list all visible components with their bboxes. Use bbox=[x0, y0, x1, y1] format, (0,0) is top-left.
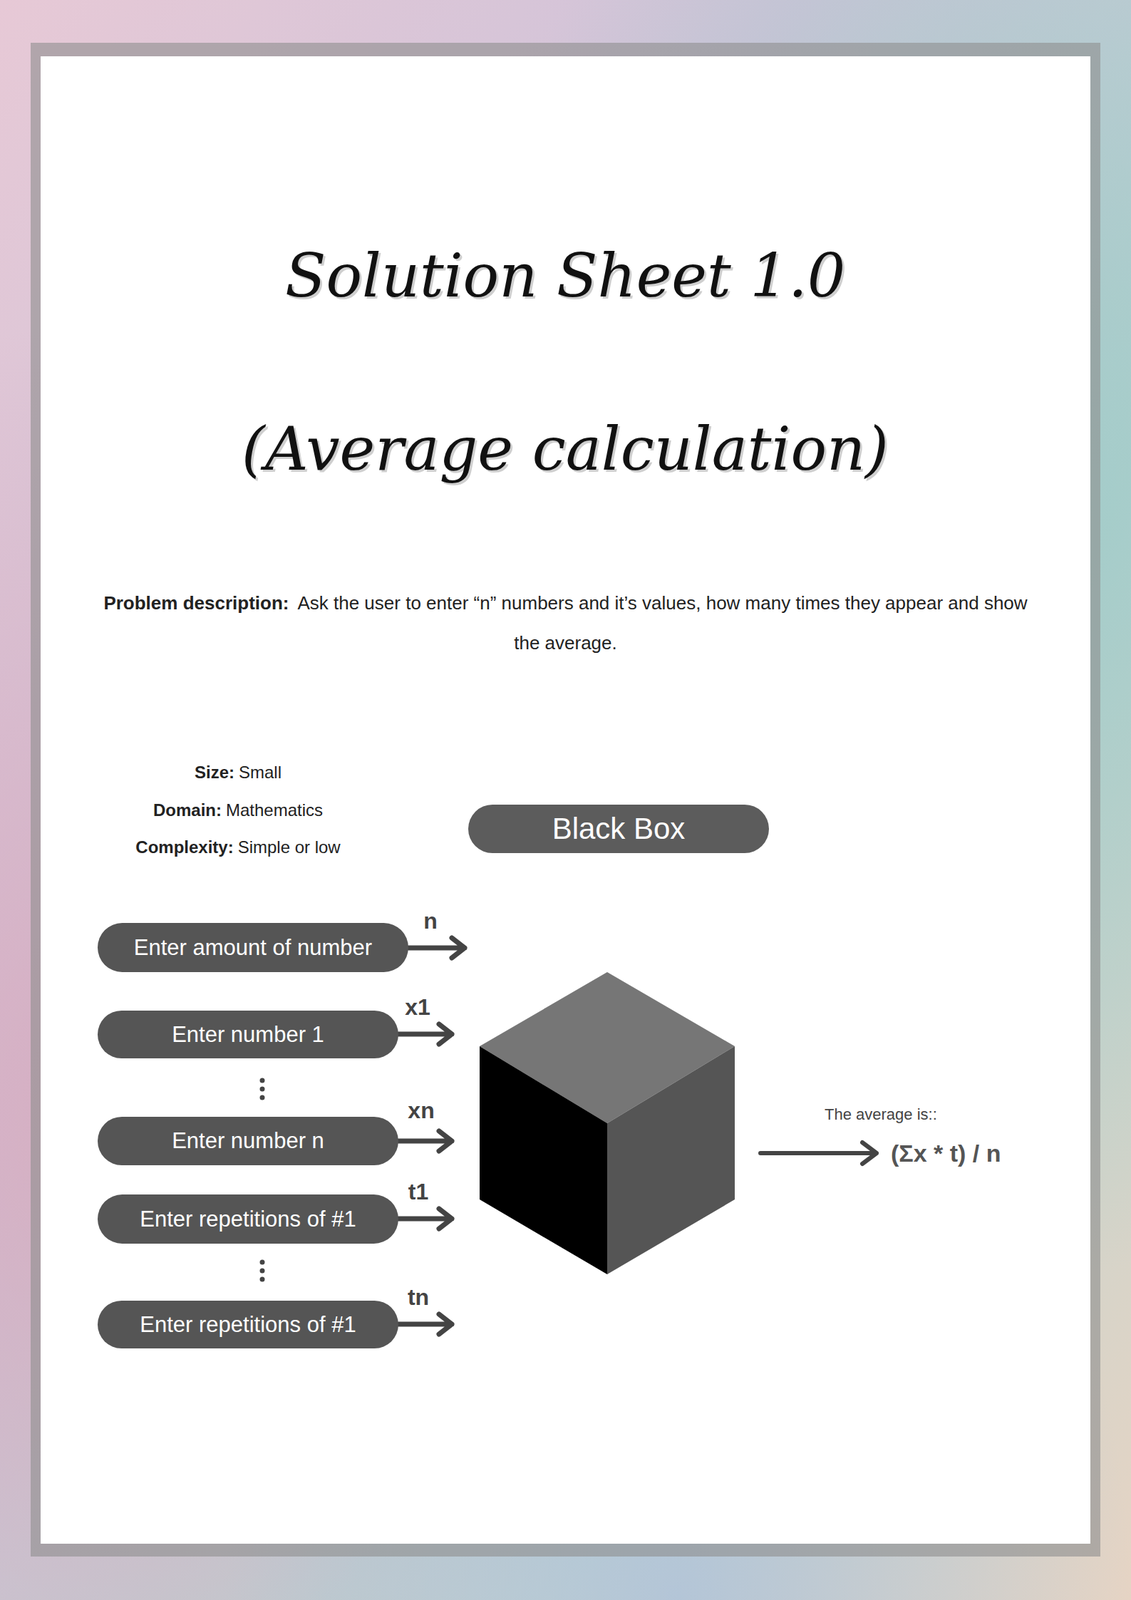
output-caption: The average is:: bbox=[824, 1105, 938, 1124]
dot bbox=[260, 1086, 266, 1092]
formula: (Σx * t) / n bbox=[890, 1139, 1002, 1168]
pill-label: Enter repetitions of #1 bbox=[139, 1312, 356, 1338]
field-value: Small bbox=[238, 762, 282, 782]
pill-label: Enter number 1 bbox=[171, 1021, 325, 1048]
dot bbox=[260, 1078, 266, 1084]
input-pill: Enter amount of number bbox=[97, 922, 409, 973]
dot bbox=[260, 1268, 266, 1274]
sheet bbox=[40, 56, 1091, 1544]
info-line: Size:Small bbox=[194, 762, 282, 783]
arrow-label: xn bbox=[407, 1097, 435, 1124]
frame bbox=[30, 42, 1101, 1557]
title: Solution Sheet 1.0 bbox=[285, 240, 846, 311]
input-pill: Enter repetitions of #1 bbox=[97, 1194, 399, 1244]
input-pill: Enter repetitions of #1 bbox=[97, 1300, 399, 1349]
input-arrows bbox=[398, 937, 465, 1335]
cube bbox=[479, 972, 735, 1275]
info-line: Complexity:Simple or low bbox=[135, 837, 340, 858]
pill-label: Enter number n bbox=[171, 1128, 325, 1154]
input-arrow bbox=[398, 1024, 452, 1045]
pill-label: Enter amount of number bbox=[133, 935, 373, 961]
field-key: Size: bbox=[194, 762, 235, 782]
field-key: Complexity: bbox=[135, 837, 234, 857]
field-key: Problem description: bbox=[103, 592, 289, 614]
cube-left bbox=[479, 1046, 608, 1275]
subtitle: (Average calculation) bbox=[241, 414, 889, 484]
input-pill: Enter number n bbox=[97, 1116, 399, 1166]
field-value: Mathematics bbox=[225, 800, 323, 820]
field-value: Simple or low bbox=[238, 837, 341, 857]
cube-right bbox=[607, 1046, 735, 1275]
description-text: Ask the user to enter “n” numbers and it… bbox=[297, 592, 1027, 654]
output-arrow bbox=[760, 1142, 877, 1164]
arrow-label: tn bbox=[407, 1284, 430, 1311]
black-box-pill: Black Box bbox=[468, 804, 769, 854]
arrow-label: x1 bbox=[404, 994, 431, 1021]
problem-description: Problem description: Ask the user to ente… bbox=[92, 582, 1039, 663]
info-line: Domain:Mathematics bbox=[153, 800, 323, 821]
input-arrow bbox=[398, 1131, 452, 1151]
input-arrow bbox=[398, 1208, 452, 1229]
dot bbox=[260, 1259, 266, 1265]
input-arrow bbox=[408, 937, 465, 958]
dot bbox=[260, 1277, 266, 1283]
dot bbox=[260, 1095, 266, 1101]
input-pill: Enter number 1 bbox=[97, 1010, 399, 1059]
input-arrow bbox=[398, 1314, 452, 1335]
pill-label: Black Box bbox=[552, 811, 686, 846]
field-key: Domain: bbox=[153, 800, 222, 820]
arrow-label: n bbox=[423, 907, 438, 935]
pill-label: Enter repetitions of #1 bbox=[139, 1206, 356, 1233]
ellipsis-dots bbox=[260, 1078, 266, 1283]
arrow-label: t1 bbox=[408, 1178, 429, 1206]
